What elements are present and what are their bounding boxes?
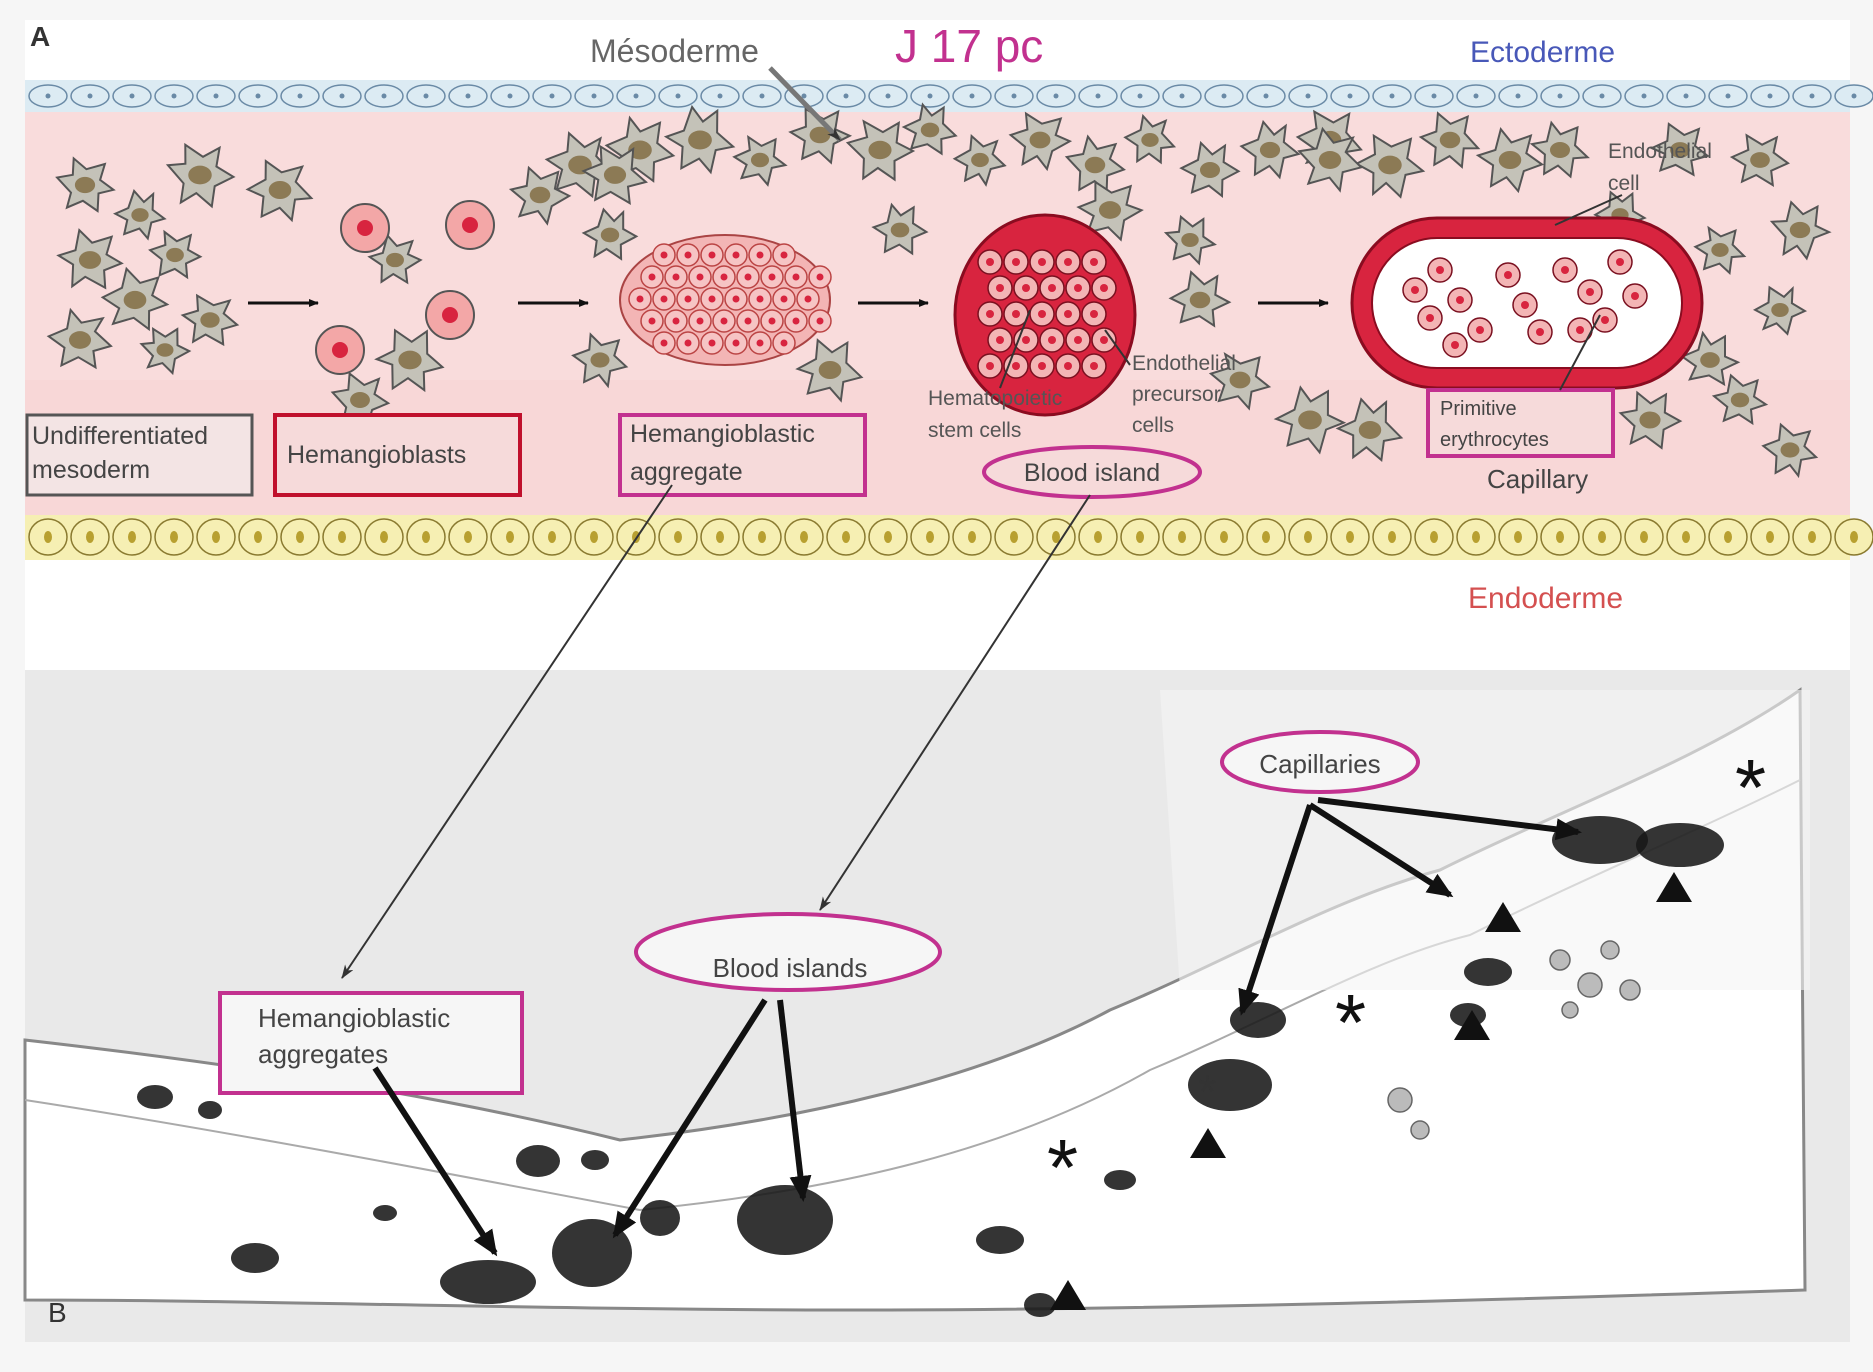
aggregates-label: Hemangioblastic aggregates xyxy=(258,1003,457,1069)
blood-island-connector xyxy=(819,494,1091,911)
capillary-label: Capillary xyxy=(1487,464,1588,494)
capillaries-outline xyxy=(1220,730,1420,794)
mesenchymal-cells xyxy=(46,102,1832,479)
blood-islands-label: Blood islands xyxy=(713,953,868,983)
hsc-label: Hematopoietic stem cells xyxy=(928,387,1068,442)
primitive-erythrocytes-label: Primitive erythrocytes xyxy=(1440,398,1549,451)
hsc-pointer xyxy=(999,309,1031,389)
hemangioblast-cells xyxy=(315,200,495,375)
endothelial-cell-label: Endothelial cell xyxy=(1608,140,1718,195)
pointer-arrows xyxy=(372,797,1582,1257)
primitive-erythrocytes-box xyxy=(1426,388,1615,458)
aggregate-box xyxy=(618,413,867,497)
asterisk-2: * xyxy=(1335,978,1366,1067)
hemangioblastic-aggregate-drawing xyxy=(619,234,832,366)
hemangioblasts-label: Hemangioblasts xyxy=(287,441,466,469)
endoderm-cells xyxy=(28,518,1873,556)
asterisk-4: * xyxy=(1198,1066,1217,1119)
endothelial-cell-pointer xyxy=(1554,194,1623,226)
erythrocytes-pointer xyxy=(1559,314,1601,391)
arrowhead-markers xyxy=(1050,872,1692,1310)
panel-b-label: B xyxy=(48,1297,67,1328)
capillaries-label: Capillaries xyxy=(1259,749,1380,779)
mesoderm-label: Mésoderme xyxy=(590,33,759,69)
figure-title: J 17 pc xyxy=(895,20,1043,72)
panel-a-label: A xyxy=(30,21,50,52)
hemangioblasts-box xyxy=(273,413,522,497)
endo-precursor-label: Endothelial precursor cells xyxy=(1132,352,1242,437)
ectoderm-label: Ectoderme xyxy=(1470,36,1615,69)
endoderm-label: Endoderme xyxy=(1468,582,1623,615)
aggregates-box xyxy=(218,991,524,1095)
ectoderm-cells xyxy=(28,84,1873,108)
aggregate-connector xyxy=(341,484,673,979)
mesoderm-pointer xyxy=(768,66,842,142)
capillary-drawing xyxy=(1350,216,1704,390)
blood-islands-outline xyxy=(634,912,942,992)
blood-island-drawing xyxy=(953,213,1137,417)
blood-island-outline xyxy=(982,445,1202,499)
aggregate-label: Hemangioblastic aggregate xyxy=(630,420,822,486)
asterisk-3: * xyxy=(1735,743,1766,832)
endo-precursor-pointer xyxy=(1104,329,1131,366)
asterisk-1: * xyxy=(1047,1123,1078,1212)
stained-clusters xyxy=(137,816,1724,1317)
undifferentiated-box xyxy=(25,413,254,497)
undifferentiated-label: Undifferentiated mesoderm xyxy=(32,422,215,484)
blood-island-label: Blood island xyxy=(1024,459,1160,487)
